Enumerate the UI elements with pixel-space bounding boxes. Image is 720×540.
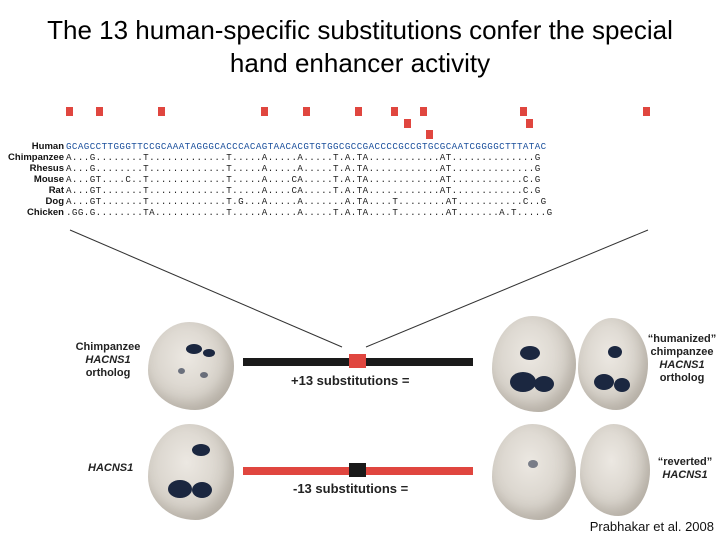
label-line: HACNS1 xyxy=(85,354,131,366)
stain-spot xyxy=(203,349,215,357)
top-bar-label: +13 substitutions = xyxy=(291,373,410,388)
sequence-rhesus: A...G........T.............T.....A.....A… xyxy=(66,163,541,174)
species-label: Dog xyxy=(45,196,64,207)
alignment-row-rat: Rat A...GT.......T.............T.....A..… xyxy=(0,185,720,196)
zoom-line-left xyxy=(69,229,343,348)
label-line: HACNS1 xyxy=(659,359,705,371)
stain-spot xyxy=(534,376,554,392)
species-label: Rhesus xyxy=(29,163,64,174)
sequence-mouse: A...GT....C..T.............T.....A....CA… xyxy=(66,174,541,185)
stain-spot xyxy=(510,372,536,392)
top-bar-highlight xyxy=(349,354,366,368)
species-label: Chicken xyxy=(27,207,64,218)
stain-spot xyxy=(594,374,614,390)
substitution-marker xyxy=(643,107,650,116)
stain-spot xyxy=(608,346,622,358)
bottom-bar-label: -13 substitutions = xyxy=(293,481,409,496)
label-line: HACNS1 xyxy=(662,469,708,481)
substitution-marker xyxy=(520,107,527,116)
species-label: Rat xyxy=(48,185,64,196)
label-hacns1: HACNS1 xyxy=(88,462,133,475)
label-line: “reverted” xyxy=(657,456,713,468)
stain-spot xyxy=(178,368,185,374)
embryo-humanized-1 xyxy=(492,316,576,412)
substitution-marker xyxy=(391,107,398,116)
species-label: Mouse xyxy=(33,174,64,185)
species-label: Human xyxy=(31,141,64,152)
substitution-marker xyxy=(420,107,427,116)
zoom-line-right xyxy=(365,229,649,348)
alignment-row-human: Human GCAGCCTTGGGTTCCGCAAATAGGGCACCCACAG… xyxy=(0,141,720,152)
embryo-chimpanzee-ortholog xyxy=(148,322,234,410)
species-label: Chimpanzee xyxy=(8,152,64,163)
label-line: “humanized” xyxy=(647,333,717,345)
alignment-row-mouse: Mouse A...GT....C..T.............T.....A… xyxy=(0,174,720,185)
alignment-row-chicken: Chicken .GG.G........TA............T....… xyxy=(0,207,720,218)
label-line: ortholog xyxy=(659,372,705,384)
slide-title: The 13 human-specific substitutions conf… xyxy=(0,14,720,80)
substitution-marker xyxy=(261,107,268,116)
label-line: ortholog xyxy=(85,367,131,379)
substitution-marker xyxy=(355,107,362,116)
sequence-human: GCAGCCTTGGGTTCCGCAAATAGGGCACCCACAGTAACAC… xyxy=(66,141,547,152)
label-line: HACNS1 xyxy=(88,462,134,474)
alignment-row-chimpanzee: Chimpanzee A...G........T.............T.… xyxy=(0,152,720,163)
stain-spot xyxy=(614,378,630,392)
substitution-marker xyxy=(96,107,103,116)
embryo-hacns1 xyxy=(148,424,234,520)
substitution-marker xyxy=(404,119,411,128)
label-chimpanzee-ortholog: Chimpanzee HACNS1 ortholog xyxy=(72,341,144,380)
citation: Prabhakar et al. 2008 xyxy=(589,519,714,534)
title-line-2: hand enhancer activity xyxy=(229,48,491,78)
substitution-marker xyxy=(66,107,73,116)
embryo-humanized-2 xyxy=(578,318,648,410)
embryo-reverted-2 xyxy=(580,424,650,516)
stain-spot xyxy=(192,482,212,498)
stain-spot xyxy=(528,460,538,468)
bottom-bar-highlight xyxy=(349,463,366,477)
alignment-row-dog: Dog A...GT.......T.............T.G...A..… xyxy=(0,196,720,207)
stain-spot xyxy=(192,444,210,456)
label-humanized: “humanized” chimpanzee HACNS1 ortholog xyxy=(644,333,720,385)
stain-spot xyxy=(200,372,208,378)
title-line-1: The 13 human-specific substitutions conf… xyxy=(47,15,673,45)
stain-spot xyxy=(520,346,540,360)
substitution-markers xyxy=(0,0,720,150)
substitution-marker xyxy=(426,130,433,139)
sequence-rat: A...GT.......T.............T.....A....CA… xyxy=(66,185,541,196)
substitution-marker xyxy=(303,107,310,116)
sequence-chicken: .GG.G........TA............T.....A.....A… xyxy=(66,207,553,218)
sequence-chimpanzee: A...G........T.............T.....A.....A… xyxy=(66,152,541,163)
alignment-row-rhesus: Rhesus A...G........T.............T.....… xyxy=(0,163,720,174)
label-line: Chimpanzee xyxy=(75,341,141,353)
substitution-marker xyxy=(158,107,165,116)
label-reverted: “reverted” HACNS1 xyxy=(652,456,718,482)
stain-spot xyxy=(186,344,202,354)
sequence-dog: A...GT.......T.............T.G...A.....A… xyxy=(66,196,547,207)
stain-spot xyxy=(168,480,192,498)
label-line: chimpanzee xyxy=(650,346,714,358)
embryo-reverted-1 xyxy=(492,424,576,520)
substitution-marker xyxy=(526,119,533,128)
